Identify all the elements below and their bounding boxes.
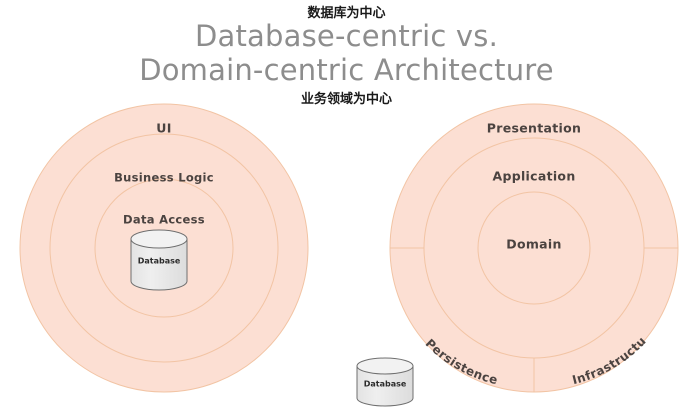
left-ring-label-ui: UI: [156, 121, 171, 136]
right-ring-label-presentation: Presentation: [487, 121, 581, 136]
left-database-cylinder: Database: [130, 229, 188, 291]
cylinder-body: [130, 238, 188, 291]
right-ring-domain: [477, 191, 591, 305]
title-line-2: Domain-centric Architecture: [139, 52, 554, 87]
title-line-1: Database-centric vs.: [194, 19, 498, 53]
bottom-database-cylinder: Database: [356, 357, 414, 407]
annotation-database-centric: 数据库为中心: [307, 6, 386, 21]
left-database-label: Database: [138, 257, 181, 266]
left-architecture-diagram: UI Business Logic Data Access Database: [19, 103, 309, 393]
cylinder-top: [130, 229, 188, 249]
bottom-database-label: Database: [364, 380, 407, 389]
right-ring-label-application: Application: [492, 169, 575, 184]
right-ring-label-domain: Domain: [506, 237, 561, 252]
annotation-domain-centric: 业务领域为中心: [300, 92, 392, 107]
left-ring-label-data-access: Data Access: [123, 213, 205, 227]
page-title: Database-centric vs. Domain-centric Arch…: [0, 19, 693, 87]
cylinder-body: [356, 365, 414, 407]
cylinder-top: [356, 357, 414, 375]
left-ring-label-business-logic: Business Logic: [114, 171, 214, 185]
